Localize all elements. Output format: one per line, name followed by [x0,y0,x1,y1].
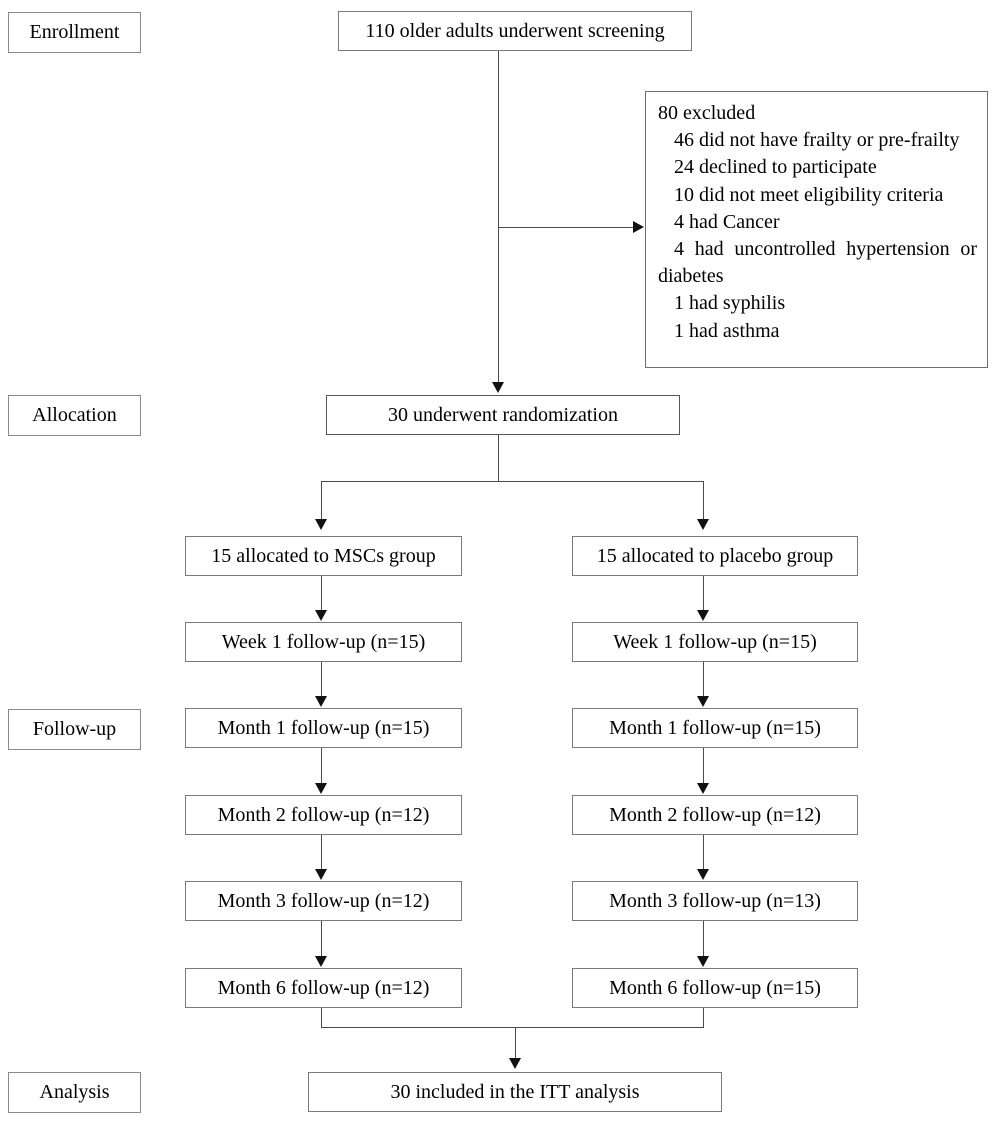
exclusion-reason-6: 1 had syphilis [674,292,786,315]
arrowhead-placebo-week1 [697,610,709,621]
exclusion-box: 80 excluded 46 did not have frailty or p… [645,91,988,368]
arrowhead-exclusion [633,221,644,233]
exclusion-header: 80 excluded [658,102,756,124]
stage-label-analysis: Analysis [8,1072,141,1113]
connector-placebo-month2-to-month3 [703,835,704,870]
exclusion-reason-3: 10 did not meet eligibility criteria [674,183,944,206]
stage-label-allocation-text: Allocation [32,404,117,426]
stage-label-followup-text: Follow-up [32,718,117,740]
screening-label: 110 older adults underwent screening [365,19,665,42]
followup-label-msc-month2: Month 2 follow-up (n=12) [217,803,430,826]
followup-label-msc-month3: Month 3 follow-up (n=12) [217,889,430,912]
followup-box-msc-month3: Month 3 follow-up (n=12) [185,881,462,921]
connector-placebo-to-merge [703,1008,704,1028]
followup-box-placebo-month6: Month 6 follow-up (n=15) [572,968,858,1008]
connector-arm-split [321,481,703,482]
connector-msc-alloc-to-week1 [321,576,322,611]
arrowhead-placebo-month3 [697,869,709,880]
arrowhead-placebo-month6 [697,956,709,967]
connector-merge-to-analysis [515,1027,516,1060]
connector-split-left [321,481,322,520]
arrowhead-placebo-month2 [697,783,709,794]
connector-screening-to-randomization [498,51,499,384]
connector-placebo-week1-to-month1 [703,662,704,697]
analysis-label: 30 included in the ITT analysis [390,1080,640,1103]
arrowhead-msc-month2 [315,783,327,794]
arrowhead-placebo-allocation [697,519,709,530]
followup-label-placebo-month1: Month 1 follow-up (n=15) [609,716,821,739]
followup-label-placebo-month2: Month 2 follow-up (n=12) [609,803,821,826]
analysis-box: 30 included in the ITT analysis [308,1072,722,1112]
followup-box-msc-month6: Month 6 follow-up (n=12) [185,968,462,1008]
randomization-box: 30 underwent randomization [326,395,680,435]
arrowhead-msc-month1 [315,696,327,707]
connector-placebo-month1-to-month2 [703,748,704,784]
followup-box-placebo-month1: Month 1 follow-up (n=15) [572,708,858,748]
stage-label-enrollment: Enrollment [8,12,141,53]
followup-label-msc-week1: Week 1 follow-up (n=15) [221,630,426,653]
connector-msc-to-merge [321,1008,322,1028]
stage-label-followup: Follow-up [8,709,141,750]
exclusion-reason-7: 1 had asthma [674,319,780,342]
arrowhead-msc-month3 [315,869,327,880]
followup-label-placebo-month3: Month 3 follow-up (n=13) [609,889,821,912]
followup-box-placebo-week1: Week 1 follow-up (n=15) [572,622,858,662]
allocation-box-msc: 15 allocated to MSCs group [185,536,462,576]
connector-arm-merge [321,1027,703,1028]
followup-label-msc-month1: Month 1 follow-up (n=15) [217,716,430,739]
followup-box-msc-month1: Month 1 follow-up (n=15) [185,708,462,748]
arrowhead-msc-allocation [315,519,327,530]
exclusion-reason-4: 4 had Cancer [674,210,780,233]
connector-msc-month3-to-month6 [321,921,322,957]
arrowhead-placebo-month1 [697,696,709,707]
followup-label-placebo-week1: Week 1 follow-up (n=15) [613,630,817,653]
arrowhead-analysis [509,1058,521,1069]
allocation-label-msc: 15 allocated to MSCs group [211,544,436,567]
stage-label-enrollment-text: Enrollment [29,21,120,43]
allocation-box-placebo: 15 allocated to placebo group [572,536,858,576]
arrowhead-randomization [492,382,504,393]
connector-placebo-alloc-to-week1 [703,576,704,611]
connector-randomization-stem [498,435,499,482]
exclusion-reason-1: 46 did not have frailty or pre-frailty [674,129,960,152]
screening-box: 110 older adults underwent screening [338,11,692,51]
followup-box-placebo-month3: Month 3 follow-up (n=13) [572,881,858,921]
connector-msc-week1-to-month1 [321,662,322,697]
followup-box-msc-month2: Month 2 follow-up (n=12) [185,795,462,835]
exclusion-reason-5: 4 had uncontrolled hypertension or diabe… [658,237,977,288]
stage-label-allocation: Allocation [8,395,141,436]
connector-to-exclusion [498,227,634,228]
connector-placebo-month3-to-month6 [703,921,704,957]
exclusion-reason-2: 24 declined to participate [674,156,877,179]
randomization-label: 30 underwent randomization [388,403,618,426]
connector-split-right [703,481,704,520]
arrowhead-msc-week1 [315,610,327,621]
allocation-label-placebo: 15 allocated to placebo group [596,544,834,567]
followup-box-placebo-month2: Month 2 follow-up (n=12) [572,795,858,835]
connector-msc-month2-to-month3 [321,835,322,870]
connector-msc-month1-to-month2 [321,748,322,784]
followup-box-msc-week1: Week 1 follow-up (n=15) [185,622,462,662]
stage-label-analysis-text: Analysis [39,1081,110,1103]
followup-label-placebo-month6: Month 6 follow-up (n=15) [609,976,821,999]
arrowhead-msc-month6 [315,956,327,967]
followup-label-msc-month6: Month 6 follow-up (n=12) [217,976,430,999]
